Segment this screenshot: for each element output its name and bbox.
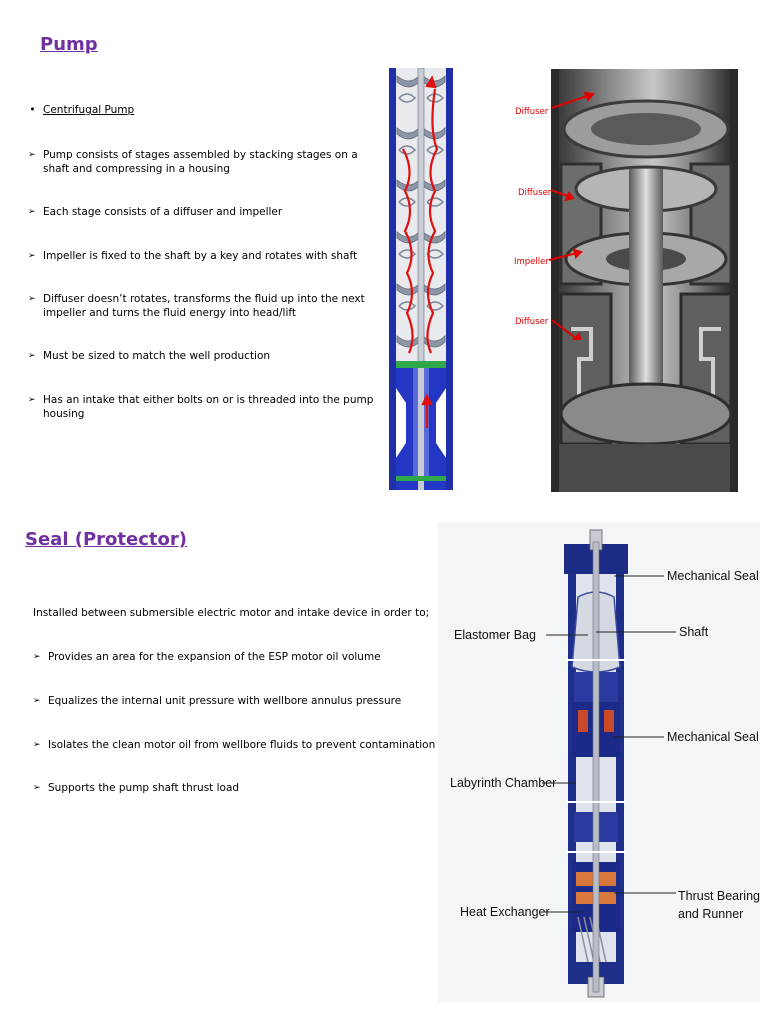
seal-heading: Seal (Protector) xyxy=(25,529,187,550)
pump-point-text: Diffuser doesn’t rotates, transforms the… xyxy=(43,293,365,319)
seal-point-text: Provides an area for the expansion of th… xyxy=(48,651,381,663)
seal-intro: Installed between submersible electric m… xyxy=(33,607,430,619)
pump-point-text: Impeller is fixed to the shaft by a key … xyxy=(43,250,358,262)
label-elastomer-bag: Elastomer Bag xyxy=(454,628,536,642)
callout-label: Diffuser xyxy=(515,317,549,327)
callout-label: Diffuser xyxy=(515,107,549,117)
seal-point-text: Isolates the clean motor oil from wellbo… xyxy=(48,739,436,751)
label-and-runner: and Runner xyxy=(678,907,743,921)
pump-point-3: ➢ Impeller is fixed to the shaft by a ke… xyxy=(28,249,376,263)
label-heat-exchanger: Heat Exchanger xyxy=(460,905,550,919)
callout-label: Diffuser xyxy=(518,188,552,198)
seal-point-3: ➢ Isolates the clean motor oil from well… xyxy=(33,738,438,752)
arrow-bullet-icon: ➢ xyxy=(28,395,36,405)
bullet-icon: • xyxy=(29,104,36,116)
arrow-bullet-icon: ➢ xyxy=(33,783,41,793)
seal-point-text: Equalizes the internal unit pressure wit… xyxy=(48,695,402,707)
pump-photo-callouts: Diffuser Diffuser Impeller Diffuser xyxy=(514,91,595,340)
seal-point-2: ➢ Equalizes the internal unit pressure w… xyxy=(33,694,433,708)
label-thrust-bearing: Thrust Bearing xyxy=(678,889,760,903)
seal-protector-diagram: Mechanical Seal Elastomer Bag Shaft Mech… xyxy=(438,522,760,1002)
arrow-bullet-icon: ➢ xyxy=(28,351,36,361)
label-mechanical-seal-mid: Mechanical Seal xyxy=(667,730,759,744)
pump-stage-photo xyxy=(551,69,738,492)
label-mechanical-seal-top: Mechanical Seal xyxy=(667,569,759,583)
pump-point-1: ➢ Pump consists of stages assembled by s… xyxy=(28,148,376,176)
arrow-bullet-icon: ➢ xyxy=(33,652,41,662)
arrow-bullet-icon: ➢ xyxy=(28,251,36,261)
arrow-bullet-icon: ➢ xyxy=(28,150,36,160)
seal-point-4: ➢ Supports the pump shaft thrust load xyxy=(33,781,433,795)
pump-subtitle-text: Centrifugal Pump xyxy=(43,104,135,116)
arrow-bullet-icon: ➢ xyxy=(28,207,36,217)
pump-subtitle: • Centrifugal Pump xyxy=(28,103,134,117)
arrow-bullet-icon: ➢ xyxy=(33,696,41,706)
pump-point-2: ➢ Each stage consists of a diffuser and … xyxy=(28,205,376,219)
pump-point-text: Each stage consists of a diffuser and im… xyxy=(43,206,283,218)
arrow-bullet-icon: ➢ xyxy=(28,294,36,304)
pump-point-4: ➢ Diffuser doesn’t rotates, transforms t… xyxy=(28,292,376,320)
callout-label: Impeller xyxy=(514,257,549,267)
pump-cutaway-image xyxy=(387,68,455,490)
label-shaft: Shaft xyxy=(679,625,709,639)
seal-point-text: Supports the pump shaft thrust load xyxy=(48,782,240,794)
pump-point-5: ➢ Must be sized to match the well produc… xyxy=(28,349,376,363)
arrow-bullet-icon: ➢ xyxy=(33,740,41,750)
pump-point-text: Has an intake that either bolts on or is… xyxy=(43,394,374,420)
seal-point-1: ➢ Provides an area for the expansion of … xyxy=(33,650,433,664)
pump-point-6: ➢ Has an intake that either bolts on or … xyxy=(28,393,376,421)
pump-heading: Pump xyxy=(40,34,98,55)
pump-point-text: Pump consists of stages assembled by sta… xyxy=(43,149,358,175)
label-labyrinth-chamber: Labyrinth Chamber xyxy=(450,776,556,790)
pump-point-text: Must be sized to match the well producti… xyxy=(43,350,271,362)
